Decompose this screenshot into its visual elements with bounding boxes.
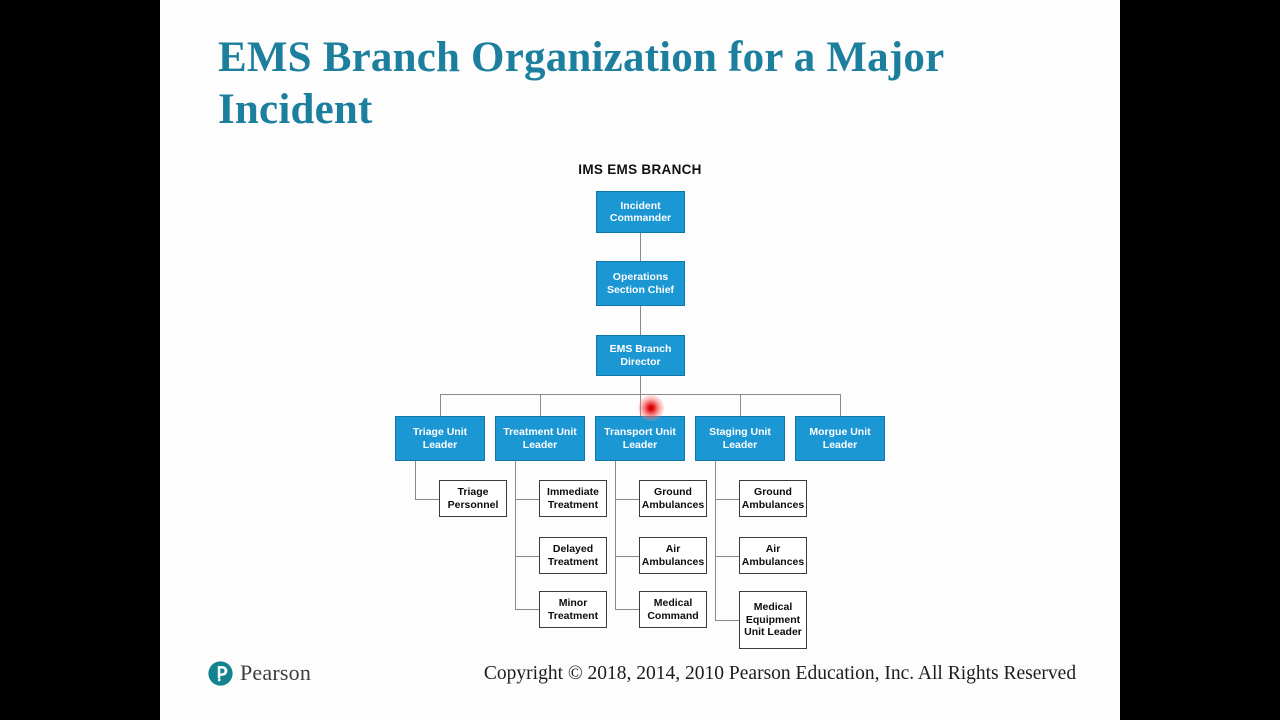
copyright-text: Copyright © 2018, 2014, 2010 Pearson Edu… (483, 663, 1077, 684)
node-morgue-unit-leader[interactable]: Morgue Unit Leader (795, 416, 885, 461)
node-incident-commander[interactable]: Incident Commander (596, 191, 685, 233)
node-delayed-treatment[interactable]: Delayed Treatment (539, 537, 607, 574)
brand-name: Pearson (240, 660, 312, 685)
node-immediate-treatment[interactable]: Immediate Treatment (539, 480, 607, 517)
connector-ic-to-osc (640, 233, 641, 261)
page-title: EMS Branch Organization for a Major Inci… (218, 34, 944, 134)
node-transport-ground-ambulances[interactable]: Ground Ambulances (639, 480, 707, 517)
connector-transport-to-medical-command (615, 609, 639, 610)
pearson-logo-icon (208, 660, 233, 686)
connector-transport-to-ground (615, 499, 639, 500)
connector-staging-spine (715, 461, 716, 620)
brand-logo: Pearson (208, 660, 311, 686)
node-staging-ground-ambulances[interactable]: Ground Ambulances (739, 480, 807, 517)
node-medical-command[interactable]: Medical Command (639, 591, 707, 628)
node-transport-unit-leader[interactable]: Transport Unit Leader (595, 416, 685, 461)
connector-transport-to-air (615, 556, 639, 557)
connector-triage-spine (415, 461, 416, 499)
letterbox-right (1120, 0, 1280, 720)
connector-bus-to-treatment (540, 394, 541, 416)
letterbox-left (0, 0, 160, 720)
connector-bus-to-staging (740, 394, 741, 416)
org-chart-heading: IMS EMS BRANCH (578, 162, 702, 177)
connector-treatment-spine (515, 461, 516, 609)
node-staging-air-ambulances[interactable]: Air Ambulances (739, 537, 807, 574)
presentation-slide: EMS Branch Organization for a Major Inci… (160, 0, 1120, 720)
connector-staging-to-medical-equipment (715, 620, 739, 621)
node-treatment-unit-leader[interactable]: Treatment Unit Leader (495, 416, 585, 461)
connector-transport-spine (615, 461, 616, 609)
connector-osc-to-ebd (640, 306, 641, 335)
connector-ebd-to-bus (640, 376, 641, 394)
node-triage-unit-leader[interactable]: Triage Unit Leader (395, 416, 485, 461)
connector-bus-to-triage (440, 394, 441, 416)
org-chart: IMS EMS BRANCH Incident Commander Operat… (160, 150, 1120, 660)
node-staging-unit-leader[interactable]: Staging Unit Leader (695, 416, 785, 461)
connector-bus-to-morgue (840, 394, 841, 416)
slide-footer: Pearson Copyright © 2018, 2014, 2010 Pea… (160, 648, 1120, 720)
node-operations-section-chief[interactable]: Operations Section Chief (596, 261, 685, 306)
node-medical-equipment-unit-leader[interactable]: Medical Equipment Unit Leader (739, 591, 807, 649)
connector-treatment-to-minor (515, 609, 539, 610)
node-transport-air-ambulances[interactable]: Air Ambulances (639, 537, 707, 574)
connector-triage-to-personnel (415, 499, 439, 500)
connector-treatment-to-delayed (515, 556, 539, 557)
connector-staging-to-ground (715, 499, 739, 500)
node-minor-treatment[interactable]: Minor Treatment (539, 591, 607, 628)
connector-treatment-to-immediate (515, 499, 539, 500)
node-ems-branch-director[interactable]: EMS Branch Director (596, 335, 685, 376)
connector-staging-to-air (715, 556, 739, 557)
connector-bus-to-transport (640, 394, 641, 416)
node-triage-personnel[interactable]: Triage Personnel (439, 480, 507, 517)
